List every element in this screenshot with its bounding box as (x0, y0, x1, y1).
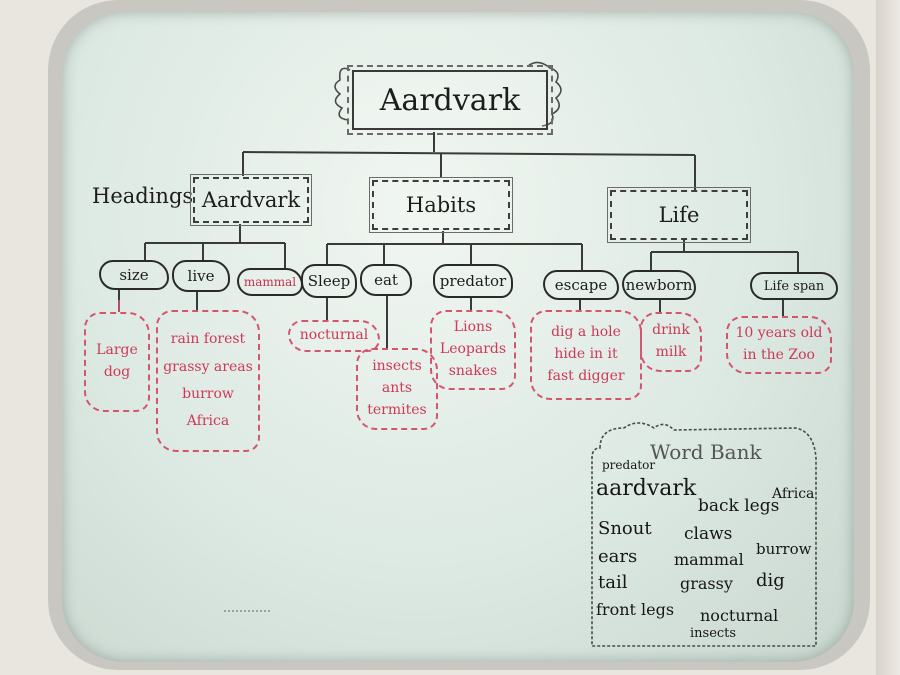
word-bank-word: grassy (680, 574, 733, 593)
detail-text: milk (655, 344, 687, 360)
headings-label: Headings (92, 184, 194, 208)
category-mammal: mammal (237, 268, 303, 296)
diagram-title: Aardvark (347, 65, 553, 135)
detail-predator: Lions Leopards snakes (430, 310, 516, 390)
word-bank-word: ears (598, 546, 638, 567)
detail-escape: dig a hole hide in it fast digger (530, 310, 642, 400)
detail-text: hide in it (554, 346, 618, 363)
detail-text: fast digger (547, 367, 625, 384)
category-size: size (99, 260, 169, 290)
category-eat: eat (360, 264, 412, 296)
detail-size: Large dog (84, 312, 150, 412)
category-escape: escape (543, 270, 619, 300)
heading-habits: Habits (369, 177, 513, 233)
heading-life: Life (607, 187, 751, 243)
word-bank-word: insects (690, 626, 737, 641)
word-bank-word: predator (602, 458, 656, 472)
word-bank-word: back legs (698, 496, 780, 516)
detail-text: Large (96, 342, 138, 359)
category-sleep: Sleep (301, 264, 357, 298)
detail-text: 10 years old (735, 325, 823, 342)
word-bank-word: aardvark (596, 476, 697, 501)
word-bank-word: front legs (596, 600, 675, 619)
word-bank-word: burrow (756, 540, 812, 558)
whiteboard-surface (62, 12, 854, 662)
detail-sleep: nocturnal (288, 320, 380, 352)
word-bank-word: tail (598, 572, 628, 593)
word-bank-word: claws (684, 524, 733, 544)
word-bank-border (591, 422, 817, 647)
detail-text: nocturnal (299, 327, 369, 344)
detail-life-span: 10 years old in the Zoo (726, 316, 832, 374)
detail-text: grassy areas (163, 358, 253, 375)
detail-text: snakes (448, 362, 498, 379)
detail-newborn: drink milk (640, 312, 702, 372)
heading-aardvark: Aardvark (190, 174, 312, 226)
detail-text: burrow (182, 386, 234, 402)
eraser-smudge (224, 598, 270, 612)
detail-text: dig a hole (551, 324, 621, 341)
detail-text: insects (372, 358, 422, 375)
detail-live: rain forest grassy areas burrow Africa (156, 310, 260, 452)
category-life-span: Life span (750, 272, 838, 300)
word-bank-word: nocturnal (700, 606, 779, 625)
word-bank-word: Africa (772, 486, 815, 502)
wall (876, 0, 900, 675)
category-predator: predator (433, 264, 513, 298)
detail-text: rain forest (170, 331, 246, 348)
word-bank-word: mammal (674, 550, 744, 569)
detail-text: termites (367, 401, 427, 418)
detail-text: drink (652, 322, 690, 339)
word-bank-title: Word Bank (650, 440, 762, 464)
detail-text: dog (103, 364, 131, 380)
word-bank: Word Bank predator aardvark back legs Af… (588, 418, 820, 650)
detail-text: Africa (186, 413, 230, 430)
detail-text: Leopards (439, 341, 507, 358)
detail-text: ants (381, 380, 413, 397)
word-bank-word: Snout (598, 518, 652, 539)
detail-text: in the Zoo (743, 347, 815, 363)
detail-eat: insects ants termites (356, 348, 438, 430)
word-bank-word: dig (756, 570, 785, 591)
detail-text: Lions (453, 319, 493, 336)
category-newborn: newborn (622, 270, 696, 300)
category-live: live (172, 260, 230, 292)
